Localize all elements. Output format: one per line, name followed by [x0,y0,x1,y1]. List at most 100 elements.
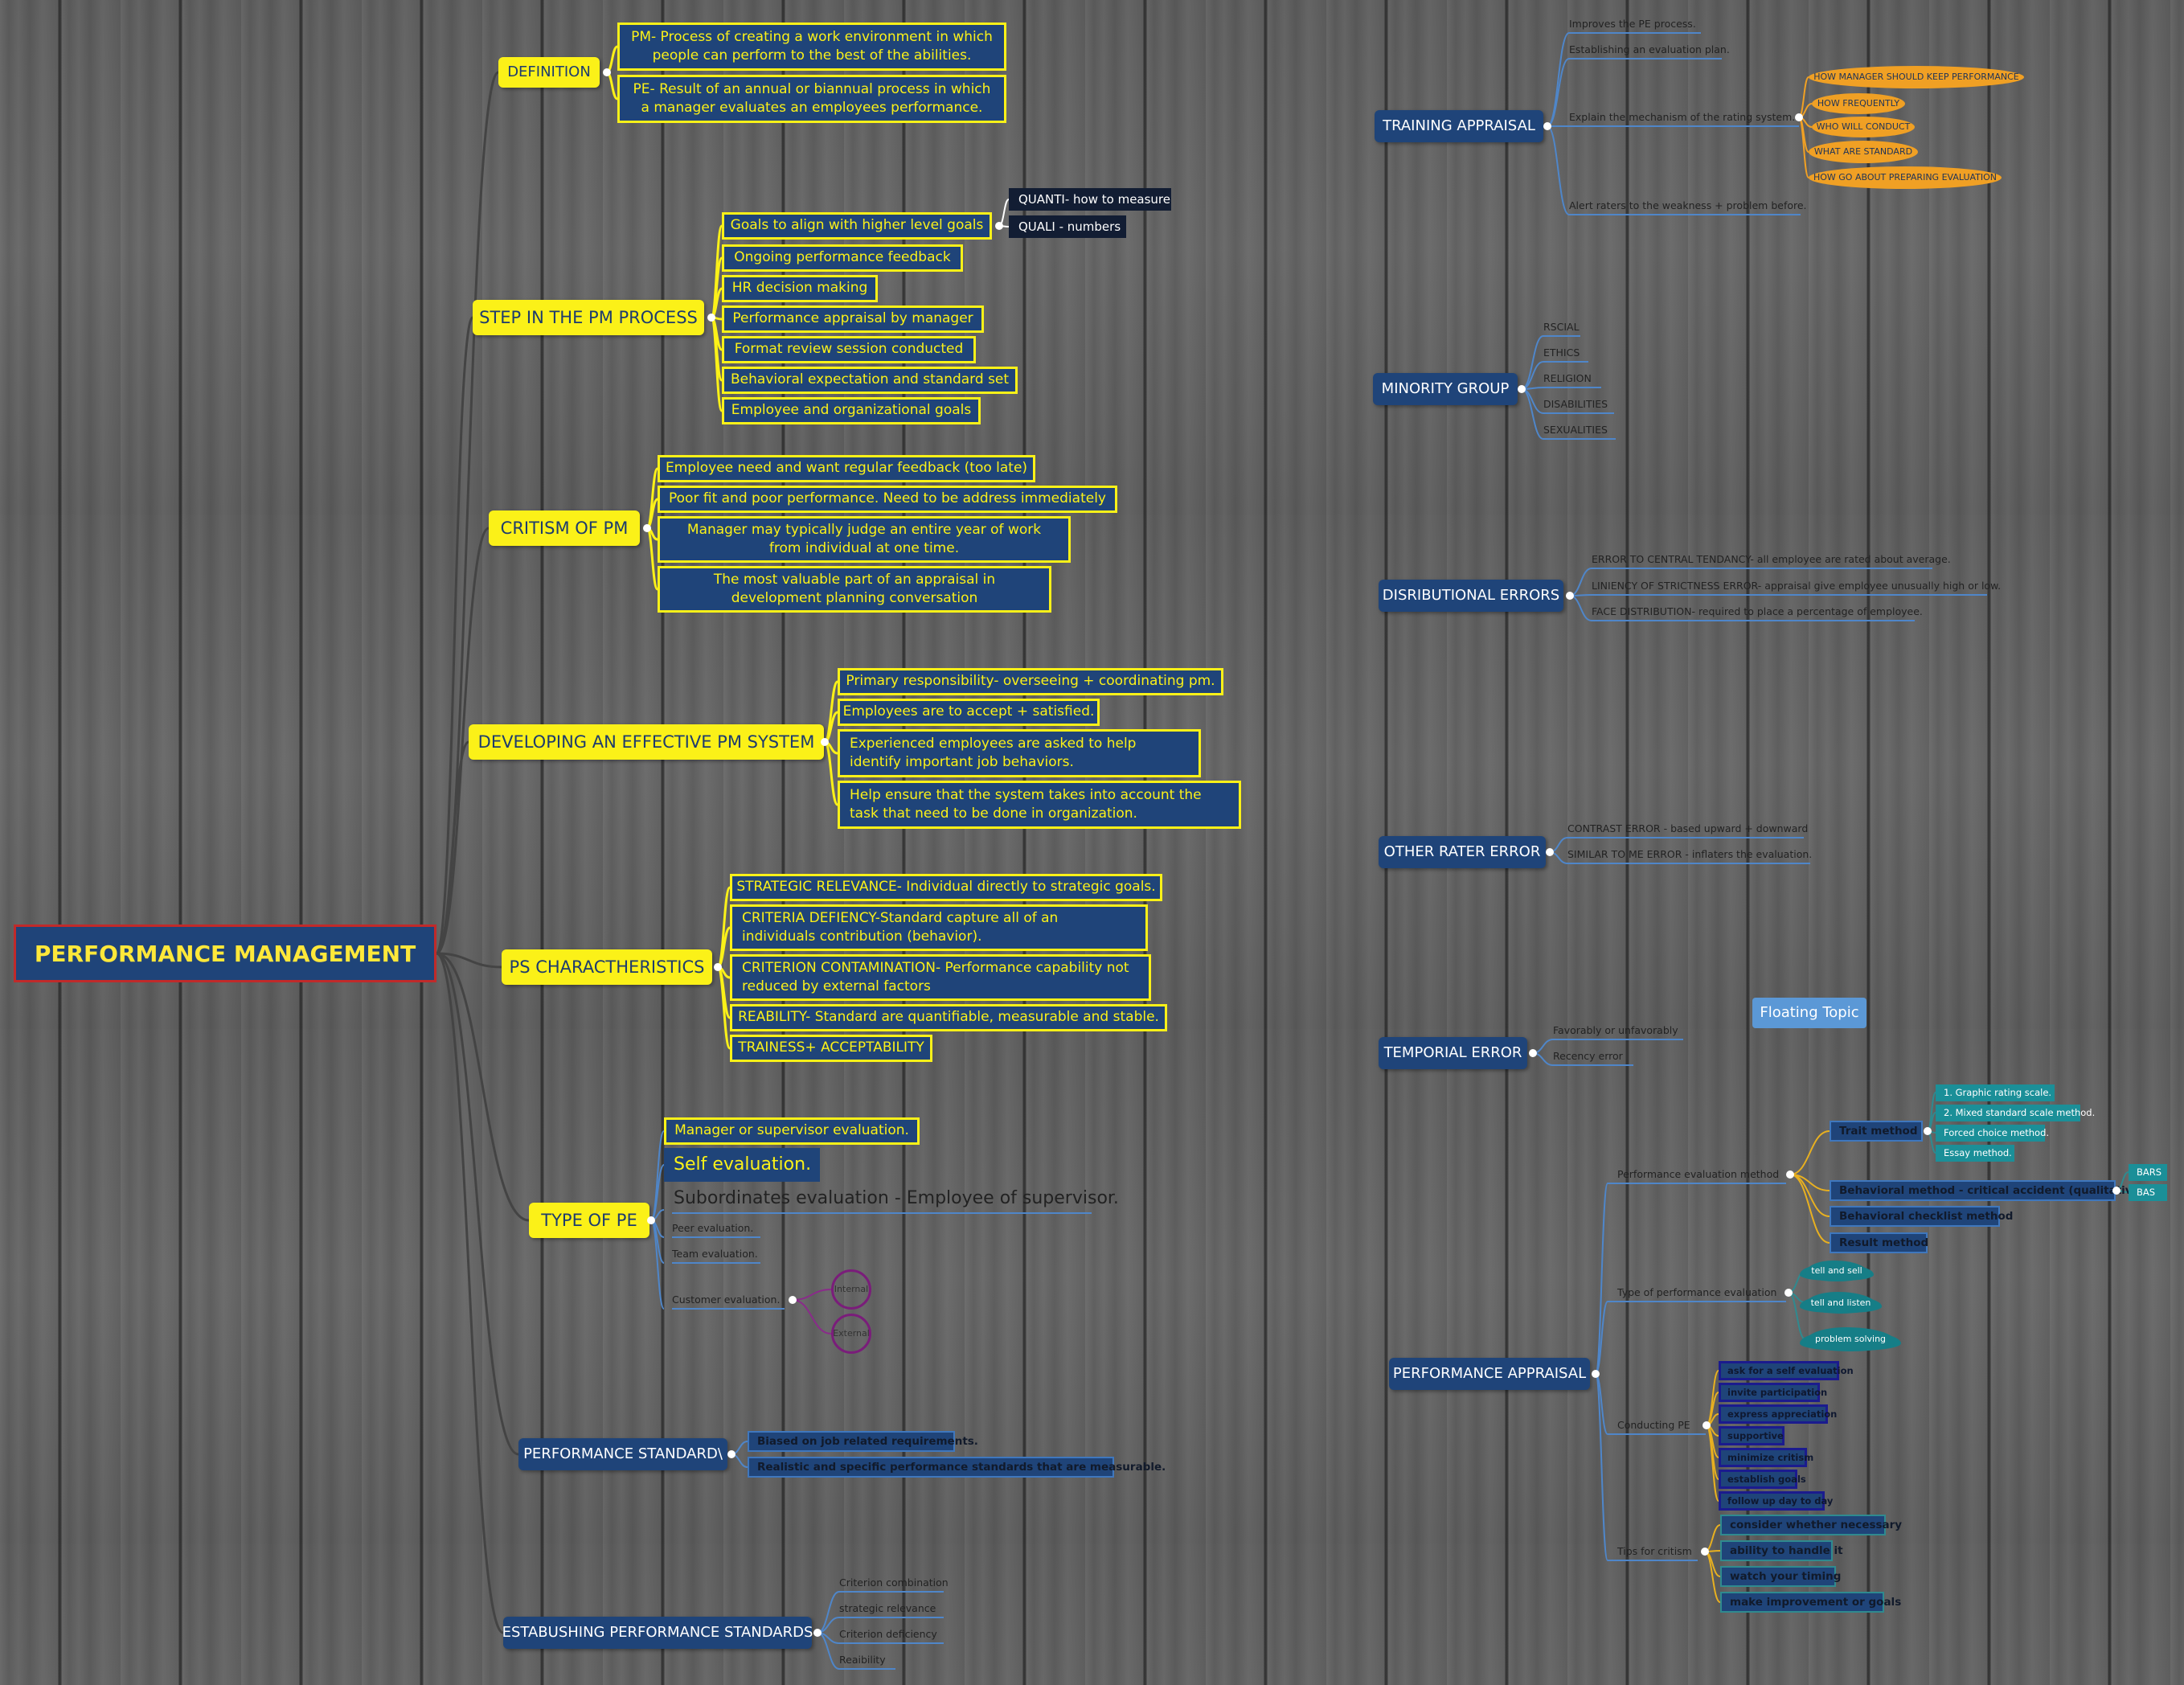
type-peer[interactable]: Peer evaluation. [672,1222,754,1235]
definition-pm[interactable]: PM- Process of creating a work environme… [617,23,1006,71]
other-rater-topic[interactable]: OTHER RATER ERROR [1379,836,1546,868]
establishing-combination[interactable]: Criterion combination [839,1576,949,1589]
critism-feedback[interactable]: Employee need and want regular feedback … [658,455,1035,482]
type-manager[interactable]: Manager or supervisor evaluation. [664,1117,920,1145]
establishing-topic[interactable]: ESTABUSHING PERFORMANCE STANDARDS [502,1617,813,1649]
conducting-appreciation[interactable]: express appreciation [1719,1404,1837,1424]
tips-handle[interactable]: ability to handle it [1720,1540,1843,1561]
minority-disabilities[interactable]: DISABILITIES [1543,398,1608,411]
standard-biased[interactable]: Biased on job related requirements. [748,1431,978,1452]
ps-criteria[interactable]: CRITERIA DEFIENCY-Standard capture all o… [730,904,1148,951]
behavioral-bas[interactable]: BAS [2129,1184,2167,1201]
conducting-minimize[interactable]: minimize critism [1719,1448,1813,1467]
distributional-topic[interactable]: DISRIBUTIONAL ERRORS [1379,580,1563,612]
trait-forced[interactable]: Forced choice method. [1936,1125,2049,1142]
mechanism-conduct[interactable]: WHO WILL CONDUCT [1812,117,1915,137]
customer-internal[interactable]: Internal [831,1269,871,1310]
minority-religion[interactable]: RELIGION [1543,372,1592,385]
minority-ethics[interactable]: ETHICS [1543,346,1580,359]
step-feedback[interactable]: Ongoing performance feedback [722,244,963,272]
developing-ensure[interactable]: Help ensure that the system takes into a… [838,781,1241,829]
establishing-deficiency[interactable]: Criterion deficiency [839,1628,937,1641]
type-team[interactable]: Team evaluation. [672,1248,758,1261]
appraisal-tips-label[interactable]: Tips for critism [1617,1545,1692,1558]
type-self[interactable]: Self evaluation. [664,1148,820,1182]
ps-strategic[interactable]: STRATEGIC RELEVANCE- Individual directly… [730,874,1162,901]
floating-topic[interactable]: Floating Topic [1752,998,1866,1028]
method-behavioral[interactable]: Behavioral method - critical accident (q… [1830,1180,2145,1201]
conducting-self[interactable]: ask for a self evaluation [1719,1361,1854,1380]
temporal-favorably[interactable]: Favorably or unfavorably [1553,1024,1678,1037]
distributional-face[interactable]: FACE DISTRIBUTION- required to place a p… [1592,605,1923,618]
developing-responsibility[interactable]: Primary responsibility- overseeing + coo… [838,668,1223,695]
training-improves[interactable]: Improves the PE process. [1569,18,1696,31]
training-mechanism[interactable]: Explain the mechanism of the rating syst… [1569,111,1796,124]
definition-topic[interactable]: DEFINITION [498,57,600,88]
developing-experienced[interactable]: Experienced employees are asked to help … [838,729,1201,777]
standards-topic[interactable]: PERFORMANCE STANDARD\ [518,1438,727,1470]
appraisal-method-label[interactable]: Performance evaluation method [1617,1168,1780,1181]
conducting-goals[interactable]: establish goals [1719,1470,1806,1489]
appraisal-type-label[interactable]: Type of performance evaluation [1617,1286,1777,1299]
mechanism-frequently[interactable]: HOW FREQUENTLY [1812,93,1905,114]
ps-topic[interactable]: PS CHARACTHERISTICS [502,949,712,985]
ps-contamination[interactable]: CRITERION CONTAMINATION- Performance cap… [730,954,1151,1001]
customer-external[interactable]: External [831,1314,871,1354]
tips-improvement[interactable]: make improvement or goals [1720,1592,1901,1613]
appraisal-topic[interactable]: PERFORMANCE APPRAISAL [1389,1358,1590,1390]
type-customer[interactable]: Customer evaluation. [672,1293,781,1306]
type-problem-solving[interactable]: problem solving [1805,1327,1895,1351]
method-result[interactable]: Result method [1830,1232,1928,1253]
type-tell-listen[interactable]: tell and listen [1805,1292,1876,1314]
step-employee-goals[interactable]: Employee and organizational goals [722,397,981,424]
developing-accept[interactable]: Employees are to accept + satisfied. [838,699,1100,726]
conducting-supportive[interactable]: supportive [1719,1426,1784,1445]
temporal-recency[interactable]: Recency error [1553,1050,1623,1063]
trait-graphic[interactable]: 1. Graphic rating scale. [1936,1084,2055,1101]
mechanism-preparing[interactable]: HOW GO ABOUT PREPARING EVALUATION [1809,166,2002,189]
critism-valuable[interactable]: The most valuable part of an appraisal i… [658,566,1051,613]
step-review[interactable]: Format review session conducted [722,336,976,363]
ps-reability[interactable]: REABILITY- Standard are quantifiable, me… [730,1004,1167,1031]
definition-pe[interactable]: PE- Result of an annual or biannual proc… [617,75,1006,123]
trait-essay[interactable]: Essay method. [1936,1145,2014,1162]
standard-realistic[interactable]: Realistic and specific performance stand… [748,1457,1166,1478]
step-behavioral[interactable]: Behavioral expectation and standard set [722,367,1018,394]
training-topic[interactable]: TRAINING APPRAISAL [1375,110,1543,142]
training-plan[interactable]: Establishing an evaluation plan. [1569,43,1730,56]
goal-quali[interactable]: QUALI - numbers [1009,215,1126,238]
other-rater-contrast[interactable]: CONTRAST ERROR - based upward + downward [1567,822,1809,835]
critism-judge[interactable]: Manager may typically judge an entire ye… [658,516,1071,563]
mechanism-keep[interactable]: HOW MANAGER SHOULD KEEP PERFORMANCE [1809,66,2024,88]
developing-topic[interactable]: DEVELOPING AN EFFECTIVE PM SYSTEM [469,724,824,760]
ps-trainess[interactable]: TRAINESS+ ACCEPTABILITY [730,1035,932,1062]
trait-mixed[interactable]: 2. Mixed standard scale method. [1936,1105,2095,1121]
type-tell-sell[interactable]: tell and sell [1805,1261,1868,1281]
step-appraisal[interactable]: Performance appraisal by manager [722,305,984,333]
temporal-topic[interactable]: TEMPORIAL ERROR [1379,1037,1527,1069]
establishing-reaibility[interactable]: Reaibility [839,1654,886,1667]
appraisal-conducting-label[interactable]: Conducting PE [1617,1419,1690,1432]
tips-timing[interactable]: watch your timing [1720,1566,1841,1587]
conducting-invite[interactable]: invite participation [1719,1383,1827,1402]
critism-poor-fit[interactable]: Poor fit and poor performance. Need to b… [658,486,1117,513]
steps-topic[interactable]: STEP IN THE PM PROCESS [473,300,704,335]
step-hr[interactable]: HR decision making [722,275,878,302]
behavioral-bars[interactable]: BARS [2129,1164,2167,1181]
other-rater-similar[interactable]: SIMILAR TO ME ERROR - inflaters the eval… [1567,848,1813,861]
method-trait[interactable]: Trait method [1830,1121,1923,1142]
establishing-strategic[interactable]: strategic relevance [839,1602,936,1615]
step-goals[interactable]: Goals to align with higher level goals [722,212,992,240]
critism-topic[interactable]: CRITISM OF PM [489,510,640,546]
distributional-central[interactable]: ERROR TO CENTRAL TENDANCY- all employee … [1592,553,1951,566]
training-alert[interactable]: Alert raters to the weakness + problem b… [1569,199,1807,212]
type-subordinates[interactable]: Subordinates evaluation - Employee of su… [674,1188,1119,1209]
distributional-leniency[interactable]: LINIENCY OF STRICTNESS ERROR- appraisal … [1592,580,2002,592]
conducting-follow-up[interactable]: follow up day to day [1719,1491,1833,1511]
tips-consider[interactable]: consider whether necessary [1720,1515,1902,1535]
minority-racial[interactable]: RSCIAL [1543,321,1580,334]
mechanism-standard[interactable]: WHAT ARE STANDARD [1809,141,1918,163]
goal-quanti[interactable]: QUANTI- how to measure [1009,188,1171,211]
type-pe-topic[interactable]: TYPE OF PE [529,1203,649,1238]
method-checklist[interactable]: Behavioral checklist method [1830,1206,2013,1227]
